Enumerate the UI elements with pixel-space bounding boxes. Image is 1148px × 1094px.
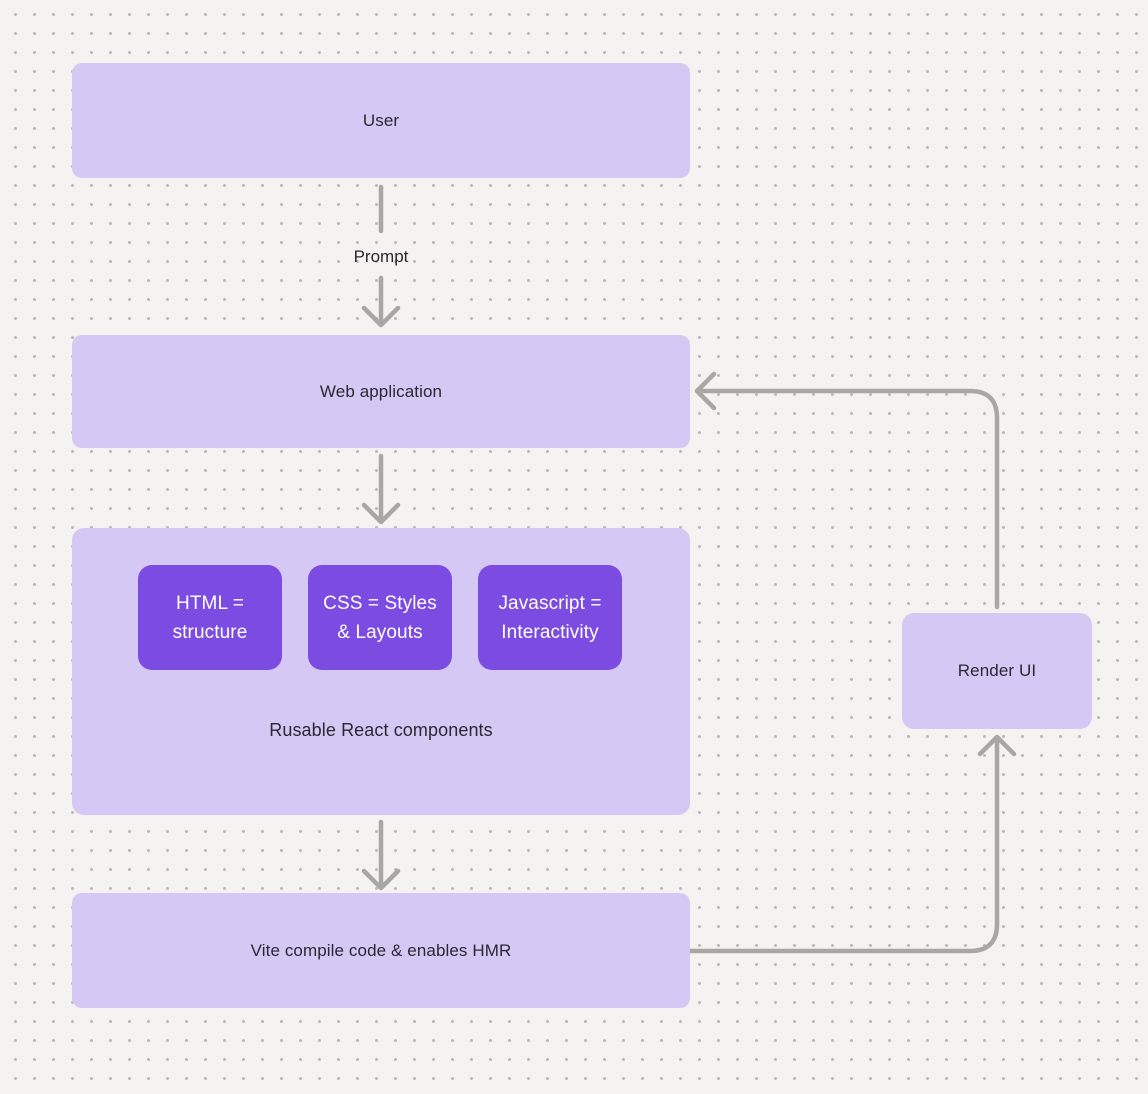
arrow-left-icon [694, 371, 717, 411]
connector-renderui-to-webapp[interactable] [694, 371, 1000, 610]
node-vite-label: Vite compile code & enables HMR [250, 940, 512, 960]
connector-vite-to-renderui[interactable] [687, 734, 1017, 954]
connector-components-to-vite[interactable] [361, 819, 401, 891]
chip-html[interactable]: HTML = structure [138, 565, 282, 670]
connector-webapp-to-components[interactable] [361, 453, 401, 525]
node-render-ui[interactable]: Render UI [902, 613, 1092, 729]
component-chip-row: HTML = structure CSS = Styles & Layouts … [138, 565, 622, 670]
edge-label-prompt: Prompt [353, 247, 409, 266]
arrow-down-icon [361, 502, 401, 525]
node-user[interactable]: User [72, 63, 690, 178]
chip-javascript[interactable]: Javascript = Interactivity [478, 565, 622, 670]
chip-css[interactable]: CSS = Styles & Layouts [308, 565, 452, 670]
connector-segment [699, 388, 1000, 610]
chip-javascript-label: Javascript = Interactivity [498, 592, 602, 643]
node-reusable-components-label: Rusable React components [269, 720, 493, 740]
connector-segment [687, 739, 1000, 954]
node-web-application-label: Web application [319, 381, 443, 401]
node-web-application[interactable]: Web application [72, 335, 690, 448]
node-vite[interactable]: Vite compile code & enables HMR [72, 893, 690, 1008]
arrow-up-icon [977, 734, 1017, 757]
arrow-down-icon [361, 868, 401, 891]
chip-html-label: HTML = structure [172, 592, 248, 643]
node-render-ui-label: Render UI [957, 661, 1037, 680]
chip-css-label: CSS = Styles & Layouts [323, 592, 437, 643]
node-user-label: User [362, 110, 400, 130]
node-reusable-components[interactable]: HTML = structure CSS = Styles & Layouts … [72, 528, 690, 815]
arrow-down-icon [361, 305, 401, 328]
